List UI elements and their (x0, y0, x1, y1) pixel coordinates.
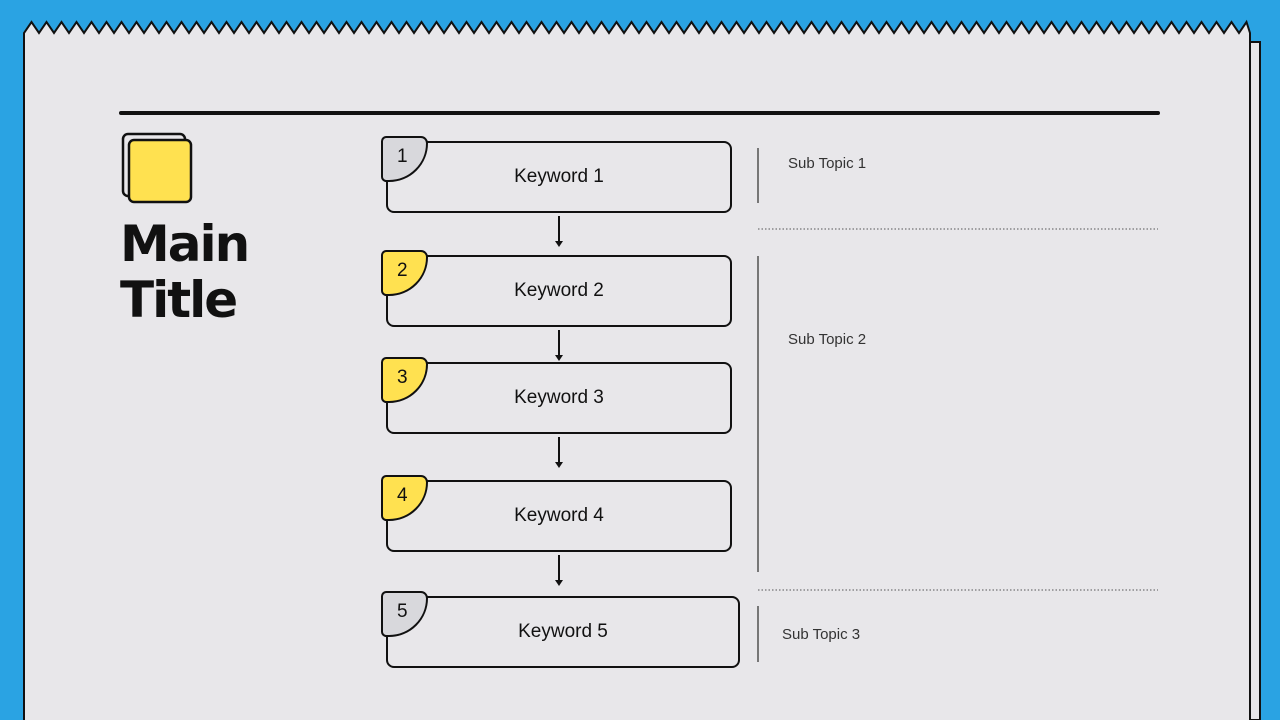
keyword-label: Keyword 3 (514, 387, 604, 408)
keyword-box-5: Keyword 5 (386, 596, 740, 668)
subtopic-label-1: Sub Topic 1 (788, 155, 867, 172)
subtopic-label-3: Sub Topic 3 (782, 626, 861, 643)
keyword-label: Keyword 2 (514, 280, 604, 301)
keyword-box-1: Keyword 1 (386, 141, 732, 213)
stacked-squares-icon (121, 132, 193, 204)
keyword-box-3: Keyword 3 (386, 362, 732, 434)
keyword-label: Keyword 1 (514, 166, 604, 187)
subtopic-separators (758, 228, 1158, 591)
keyword-box-2: Keyword 2 (386, 255, 732, 327)
main-title-line1: Main (120, 215, 250, 273)
main-title: Main Title (120, 215, 250, 329)
flow-arrows (555, 216, 563, 586)
keyword-box-4: Keyword 4 (386, 480, 732, 552)
keyword-label: Keyword 5 (518, 621, 608, 642)
subtopic-label-2: Sub Topic 2 (788, 331, 867, 348)
main-title-line2: Title (120, 271, 238, 329)
keyword-label: Keyword 4 (514, 505, 604, 526)
